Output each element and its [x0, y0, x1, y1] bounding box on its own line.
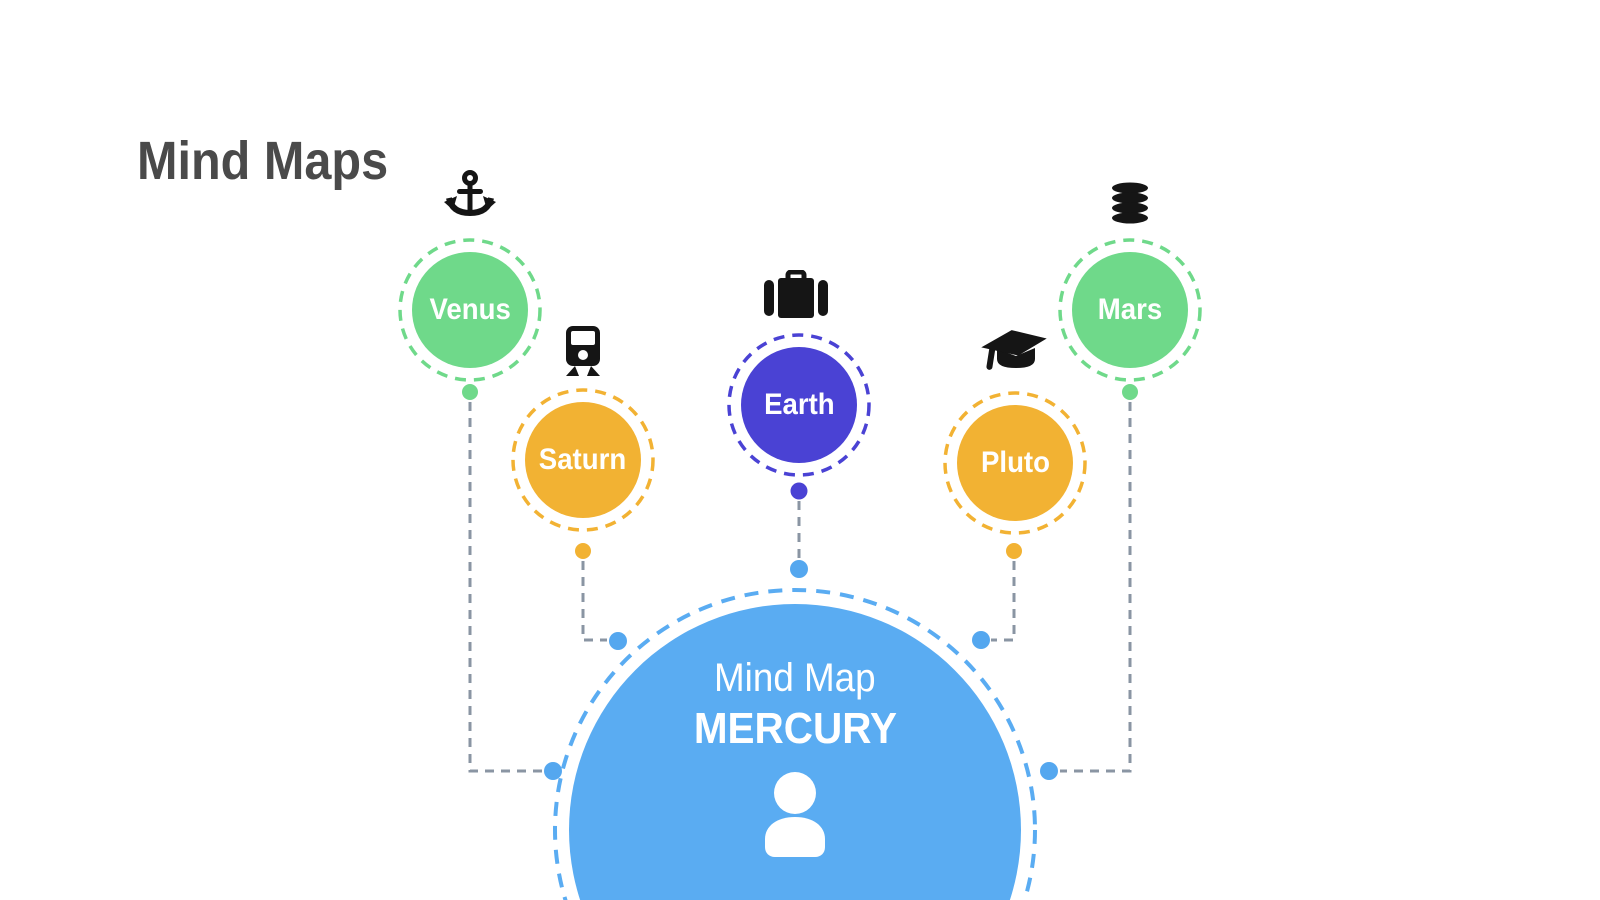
- node-bubble[interactable]: Mars: [1072, 252, 1188, 368]
- train-icon: [557, 324, 609, 376]
- node-pluto: Pluto: [940, 388, 1090, 538]
- center-title-line1: Mind Map: [714, 656, 876, 700]
- node-ring: [1058, 238, 1202, 382]
- node-ring: [943, 391, 1087, 535]
- node-mercury-center: Mind Map MERCURY: [550, 585, 1040, 900]
- node-ring: [727, 333, 871, 477]
- node-bubble[interactable]: Earth: [741, 347, 857, 463]
- connector-mars: [1060, 402, 1132, 773]
- connector-dot-center-right: [1040, 762, 1058, 780]
- connector-dot-center-top: [790, 560, 808, 578]
- node-ring: [553, 588, 1037, 900]
- node-label: Pluto: [980, 446, 1050, 479]
- node-mars: Mars: [1055, 235, 1205, 385]
- connector-venus: [468, 402, 542, 773]
- node-venus: Venus: [395, 235, 545, 385]
- connector-dot-center-left: [544, 762, 562, 780]
- node-label: Earth: [763, 388, 835, 421]
- anchor-icon: [443, 168, 497, 224]
- node-saturn: Saturn: [508, 385, 658, 535]
- node-earth: Earth: [724, 330, 874, 480]
- connector-dot-pluto: [1006, 543, 1022, 559]
- connector-dot-mars: [1122, 384, 1138, 400]
- node-label: Venus: [429, 293, 511, 326]
- database-icon: [1110, 182, 1150, 224]
- graduation-cap-icon: [979, 330, 1047, 380]
- connector-dot-venus: [462, 384, 478, 400]
- connector-dot-center-midright: [972, 631, 990, 649]
- node-bubble[interactable]: Saturn: [525, 402, 641, 518]
- page-title: Mind Maps: [137, 131, 389, 192]
- connector-paths: [468, 402, 1132, 773]
- connector-dot-earth: [790, 482, 808, 500]
- node-ring: [398, 238, 542, 382]
- person-icon: [761, 771, 829, 864]
- node-label: Saturn: [539, 443, 627, 476]
- node-label: Mars: [1097, 293, 1163, 326]
- node-bubble[interactable]: Pluto: [957, 405, 1073, 521]
- connector-dot-center-midleft: [609, 632, 627, 650]
- connector-dot-saturn: [575, 543, 591, 559]
- briefcase-icon: [764, 270, 828, 318]
- center-title-line2: MERCURY: [693, 703, 897, 753]
- node-bubble[interactable]: Venus: [412, 252, 528, 368]
- node-ring: [511, 388, 655, 532]
